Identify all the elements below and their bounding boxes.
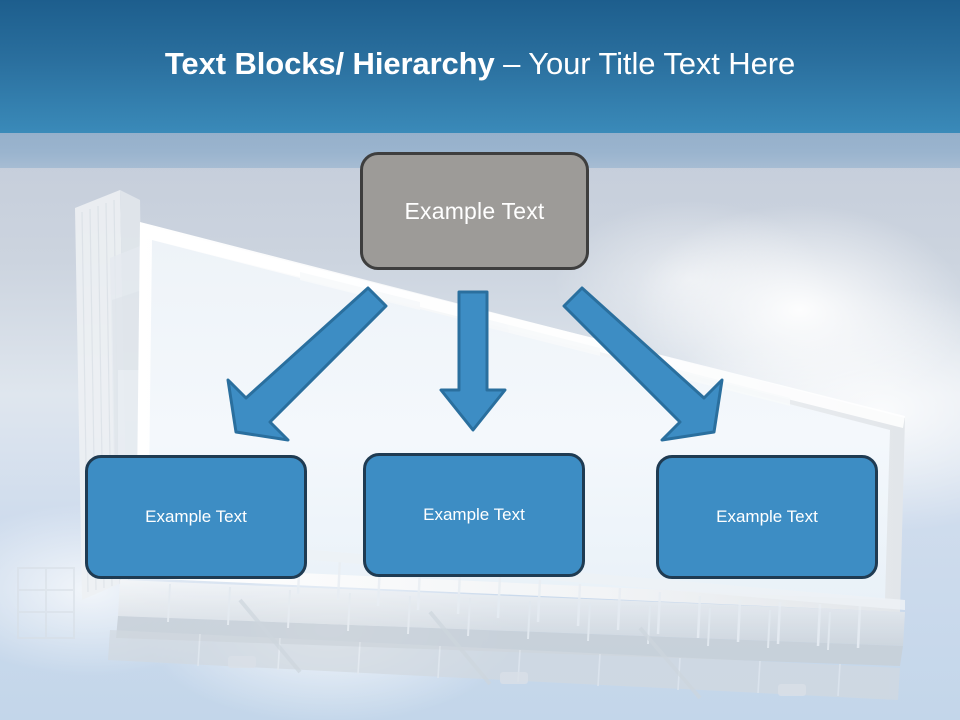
- slide-header-band: Text Blocks/ Hierarchy – Your Title Text…: [0, 0, 960, 133]
- hierarchy-child-node-2[interactable]: Example Text: [363, 453, 585, 577]
- page-title-light-part: Your Title Text Here: [528, 46, 796, 81]
- hierarchy-child-node-3[interactable]: Example Text: [656, 455, 878, 579]
- arrow-down-left-icon: [226, 286, 388, 442]
- arrow-down-right-icon: [562, 286, 724, 442]
- hierarchy-root-node-label: Example Text: [404, 197, 545, 224]
- hierarchy-child-node-1-label: Example Text: [145, 507, 247, 526]
- page-title-bold-part: Text Blocks/ Hierarchy: [164, 46, 504, 81]
- hierarchy-root-node[interactable]: Example Text: [360, 152, 589, 270]
- hierarchy-child-node-1[interactable]: Example Text: [85, 455, 307, 579]
- hierarchy-child-node-2-label: Example Text: [423, 505, 525, 524]
- hierarchy-child-node-3-label: Example Text: [716, 507, 818, 526]
- page-title: Text Blocks/ Hierarchy – Your Title Text…: [0, 44, 960, 84]
- arrow-down-icon: [439, 290, 507, 432]
- page-title-separator: –: [503, 46, 529, 81]
